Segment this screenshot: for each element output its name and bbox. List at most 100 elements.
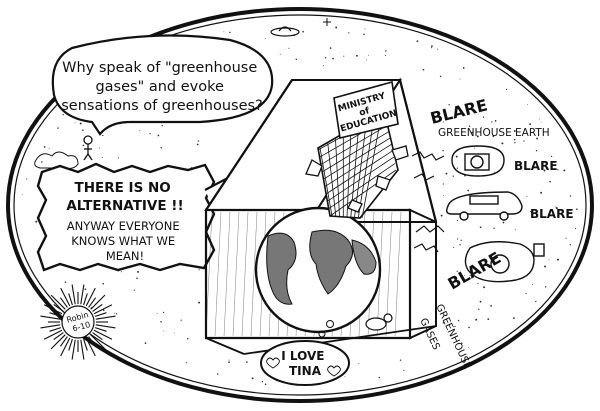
spray-can-icon bbox=[464, 241, 545, 283]
speckle bbox=[160, 146, 163, 149]
sun-ray bbox=[50, 334, 66, 350]
speckle bbox=[160, 321, 162, 323]
speckle bbox=[526, 195, 528, 197]
speckle bbox=[279, 53, 281, 55]
speckle bbox=[555, 207, 558, 210]
sun-ray bbox=[85, 287, 96, 307]
speckle bbox=[295, 58, 298, 61]
sun-ray bbox=[95, 315, 116, 320]
continent-east bbox=[351, 239, 377, 275]
svg-text:Why speak of "greenhouse g: Why speak of "greenhouse gases" and evok… bbox=[61, 60, 263, 114]
sun-ray bbox=[71, 339, 76, 360]
blare-label-2: BLARE bbox=[514, 159, 558, 173]
speckle bbox=[502, 221, 505, 224]
speckle bbox=[399, 359, 402, 361]
speckle bbox=[513, 130, 516, 132]
speckle bbox=[82, 129, 84, 131]
speckle bbox=[343, 55, 345, 57]
speckle bbox=[565, 237, 567, 239]
speckle bbox=[549, 180, 551, 183]
speckle bbox=[540, 121, 542, 123]
building-floor-line bbox=[327, 156, 395, 202]
ministry-building: MINISTRY of EDUCATION bbox=[317, 80, 399, 219]
greenhouse-earth-label: GREENHOUSE EARTH bbox=[438, 127, 550, 139]
speckle bbox=[246, 361, 248, 363]
speckle bbox=[467, 189, 470, 192]
speckle bbox=[229, 31, 231, 34]
speckle bbox=[532, 284, 533, 286]
speckle bbox=[482, 116, 485, 118]
speckle bbox=[79, 122, 82, 125]
speckle bbox=[513, 138, 516, 141]
speech-left-line5: MEAN! bbox=[106, 249, 144, 263]
speckle bbox=[149, 133, 151, 135]
speech-left-line1: THERE IS NO bbox=[75, 180, 171, 196]
speckle bbox=[514, 142, 516, 144]
building-window-line bbox=[346, 129, 352, 218]
speckle bbox=[550, 155, 553, 158]
sun-ray bbox=[92, 303, 103, 312]
blare-label-3: BLARE bbox=[530, 207, 574, 221]
speckle bbox=[459, 78, 461, 80]
sun-ray bbox=[60, 337, 71, 357]
speckle bbox=[442, 183, 445, 185]
speckle bbox=[473, 147, 475, 149]
sun-ray bbox=[94, 327, 107, 332]
sun-ray bbox=[83, 338, 88, 351]
speckle bbox=[21, 193, 23, 195]
speckle bbox=[84, 288, 87, 291]
building-window-line bbox=[357, 116, 375, 218]
glass-hatch bbox=[223, 211, 231, 337]
speckle bbox=[480, 127, 482, 129]
sun-ray bbox=[43, 304, 63, 315]
building-floor-line bbox=[321, 130, 390, 173]
speckle bbox=[557, 258, 559, 261]
speckle bbox=[535, 300, 537, 303]
speckle bbox=[461, 342, 463, 344]
sun-ray bbox=[94, 312, 107, 317]
speckle bbox=[467, 346, 469, 348]
speckle bbox=[364, 28, 366, 30]
heart-icon bbox=[266, 357, 341, 377]
speckle bbox=[378, 376, 381, 379]
speckle bbox=[329, 47, 332, 49]
sun-ray bbox=[53, 303, 64, 312]
car-icon bbox=[445, 191, 523, 221]
sun-ray bbox=[49, 327, 62, 332]
glass-hatch bbox=[214, 211, 222, 337]
speckle bbox=[98, 147, 100, 149]
speckle bbox=[403, 369, 405, 371]
glass-hatch bbox=[205, 211, 213, 337]
speckle bbox=[452, 175, 454, 177]
speckle bbox=[527, 103, 528, 105]
speckle bbox=[536, 137, 539, 140]
speckle bbox=[514, 229, 516, 231]
sun-ray bbox=[93, 329, 113, 340]
cat-icon bbox=[365, 313, 393, 331]
speckle bbox=[543, 169, 546, 172]
sun-ray bbox=[88, 336, 97, 347]
speckle bbox=[478, 308, 480, 310]
speckle bbox=[251, 377, 254, 380]
building-window-line bbox=[361, 111, 383, 219]
oval-frame-inner bbox=[13, 14, 587, 396]
sun-ray bbox=[43, 329, 63, 340]
glass-hatch bbox=[394, 211, 402, 337]
speckle bbox=[431, 47, 433, 49]
ufo-icon bbox=[270, 26, 300, 37]
sun-ray bbox=[83, 293, 88, 306]
speckle bbox=[157, 134, 160, 137]
speckle bbox=[454, 325, 456, 328]
speckle bbox=[365, 59, 367, 61]
speckle bbox=[437, 48, 439, 50]
bottom-bubble-line1: I LOVE bbox=[281, 349, 324, 363]
speckle bbox=[355, 54, 358, 57]
speckle bbox=[453, 246, 455, 249]
speckle bbox=[456, 238, 459, 240]
loudspeaker-icon bbox=[305, 145, 409, 213]
speckle bbox=[102, 309, 105, 312]
speckle bbox=[35, 220, 38, 223]
speckle bbox=[557, 169, 559, 171]
